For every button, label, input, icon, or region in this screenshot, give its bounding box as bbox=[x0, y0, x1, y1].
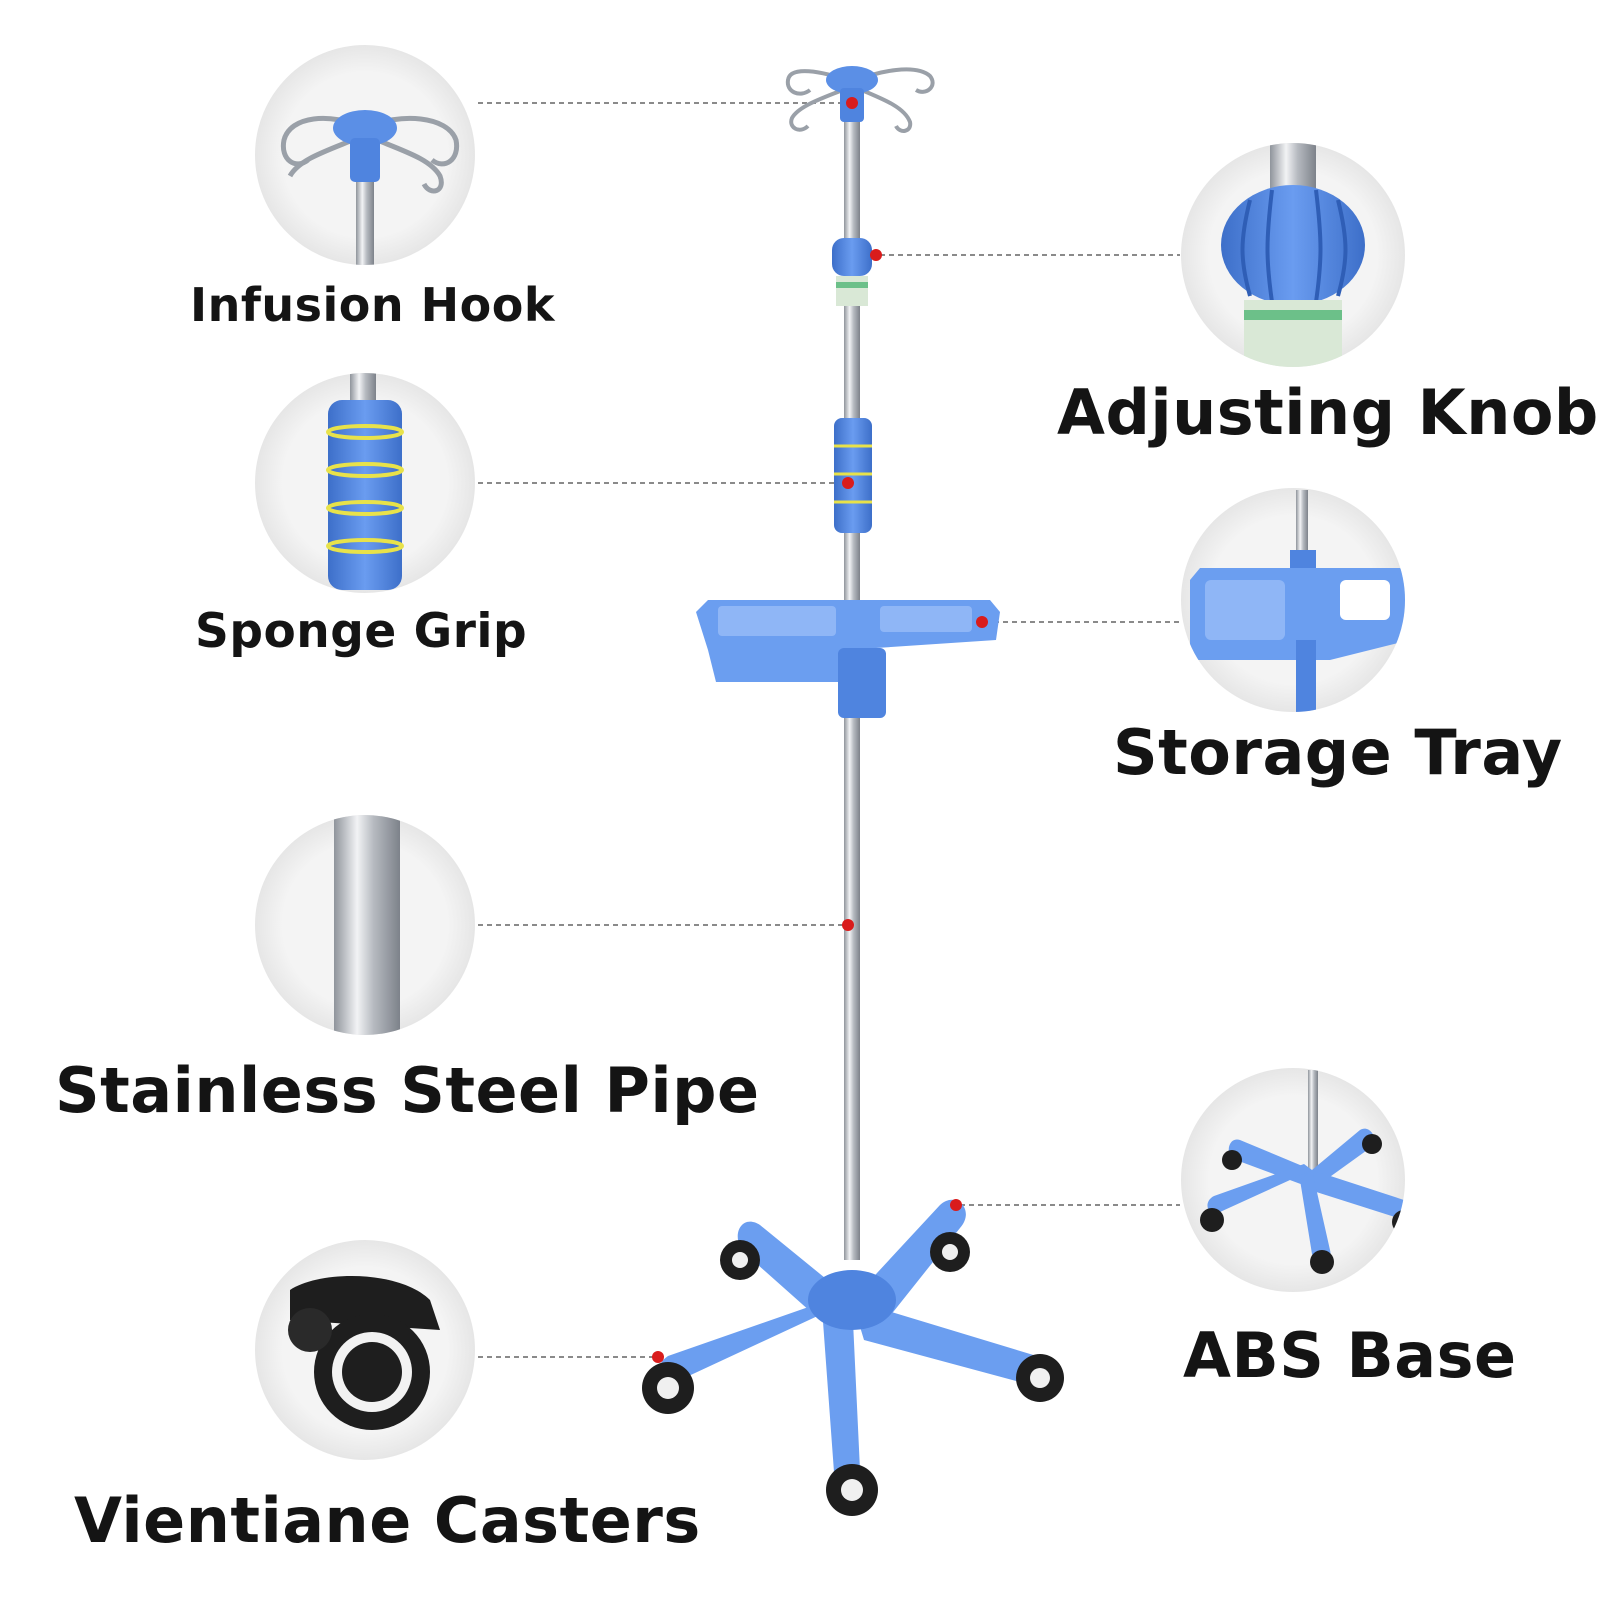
marker-pipe bbox=[842, 919, 854, 931]
marker-tray bbox=[976, 616, 988, 628]
detail-circle-tray bbox=[1181, 488, 1405, 712]
red-markers bbox=[652, 97, 988, 1363]
detail-circle-knob bbox=[1181, 143, 1405, 367]
detail-circle-hook bbox=[255, 45, 475, 265]
infusion-hook-main bbox=[785, 67, 935, 133]
marker-grip bbox=[842, 477, 854, 489]
knob-band-stripe bbox=[836, 282, 868, 288]
hook-hub bbox=[826, 66, 878, 94]
adjusting-knob-main bbox=[832, 238, 872, 276]
detail-circle-caster bbox=[255, 1240, 475, 1460]
label-vientiane-casters: Vientiane Casters bbox=[74, 1484, 701, 1557]
detail-circle-grip bbox=[255, 373, 475, 593]
detail-circle-base bbox=[1181, 1068, 1405, 1292]
marker-hook bbox=[846, 97, 858, 109]
label-storage-tray: Storage Tray bbox=[1113, 716, 1563, 789]
knob-label-band bbox=[836, 276, 868, 306]
marker-caster bbox=[652, 1351, 664, 1363]
leader-lines bbox=[478, 102, 1180, 1358]
abs-base-main bbox=[658, 1199, 1063, 1488]
storage-tray-main bbox=[696, 600, 1000, 718]
marker-base bbox=[950, 1199, 962, 1211]
label-adjusting-knob: Adjusting Knob bbox=[1057, 376, 1599, 449]
marker-knob bbox=[870, 249, 882, 261]
detail-circle-pipe bbox=[255, 815, 475, 1035]
label-stainless-steel-pipe: Stainless Steel Pipe bbox=[55, 1054, 760, 1127]
iv-stand-main bbox=[642, 66, 1064, 1516]
label-sponge-grip: Sponge Grip bbox=[195, 604, 528, 659]
casters-main bbox=[642, 1232, 1064, 1516]
label-infusion-hook: Infusion Hook bbox=[190, 278, 555, 332]
label-abs-base: ABS Base bbox=[1183, 1319, 1517, 1392]
grip-stripes bbox=[834, 444, 872, 504]
